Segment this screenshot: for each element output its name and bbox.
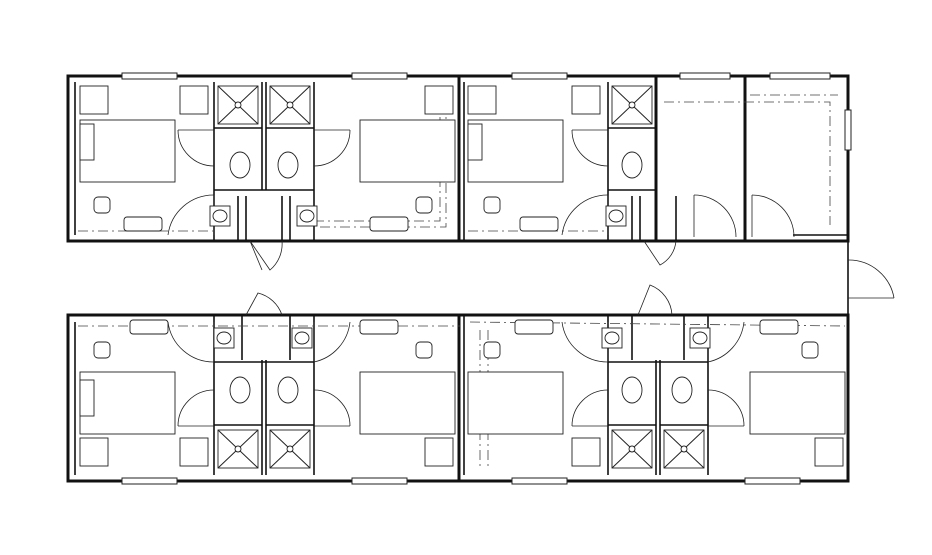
bed bbox=[359, 371, 456, 435]
top-row-doors bbox=[167, 129, 895, 315]
wardrobe bbox=[467, 85, 497, 115]
chair bbox=[483, 341, 501, 359]
chair bbox=[483, 196, 501, 214]
shower-drain bbox=[286, 101, 294, 109]
chair bbox=[801, 341, 819, 359]
toilet bbox=[277, 151, 299, 179]
bottom-row-doors bbox=[167, 284, 745, 427]
pillow bbox=[467, 123, 483, 161]
shower-drain bbox=[680, 445, 688, 453]
chair bbox=[93, 341, 111, 359]
desk bbox=[759, 319, 799, 335]
toilet bbox=[229, 151, 251, 179]
wardrobe bbox=[571, 437, 601, 467]
windows bbox=[121, 72, 852, 485]
chair bbox=[93, 196, 111, 214]
wardrobe bbox=[814, 437, 844, 467]
fixtures-layer bbox=[79, 85, 846, 469]
shower-drain bbox=[628, 101, 636, 109]
bed bbox=[359, 119, 456, 183]
bed bbox=[79, 371, 176, 435]
desk bbox=[129, 319, 169, 335]
shower-drain bbox=[628, 445, 636, 453]
shower-drain bbox=[234, 445, 242, 453]
sink-basin bbox=[604, 331, 620, 345]
sink-basin bbox=[608, 209, 624, 223]
desk bbox=[519, 216, 559, 232]
wardrobe bbox=[424, 85, 454, 115]
wardrobe bbox=[179, 85, 209, 115]
wardrobe bbox=[79, 437, 109, 467]
desk bbox=[514, 319, 554, 335]
toilet bbox=[671, 376, 693, 404]
chair bbox=[415, 341, 433, 359]
service-lines bbox=[78, 86, 846, 470]
sink-basin bbox=[299, 209, 315, 223]
desk bbox=[359, 319, 399, 335]
shower-drain bbox=[234, 101, 242, 109]
toilet bbox=[277, 376, 299, 404]
bed bbox=[467, 119, 564, 183]
toilet bbox=[621, 151, 643, 179]
wardrobe bbox=[179, 437, 209, 467]
bed bbox=[749, 371, 846, 435]
shower-drain bbox=[286, 445, 294, 453]
toilet bbox=[229, 376, 251, 404]
chair bbox=[415, 196, 433, 214]
wardrobe bbox=[424, 437, 454, 467]
pillow bbox=[79, 379, 95, 417]
sink-basin bbox=[692, 331, 708, 345]
pillow bbox=[79, 123, 95, 161]
sink-basin bbox=[294, 331, 310, 345]
toilet bbox=[621, 376, 643, 404]
bed bbox=[79, 119, 176, 183]
bottom-row-walls bbox=[213, 315, 709, 481]
desk bbox=[369, 216, 409, 232]
desk bbox=[123, 216, 163, 232]
sink-basin bbox=[216, 331, 232, 345]
sink-basin bbox=[212, 209, 228, 223]
wardrobe bbox=[571, 85, 601, 115]
wardrobe bbox=[79, 85, 109, 115]
bed bbox=[467, 371, 564, 435]
